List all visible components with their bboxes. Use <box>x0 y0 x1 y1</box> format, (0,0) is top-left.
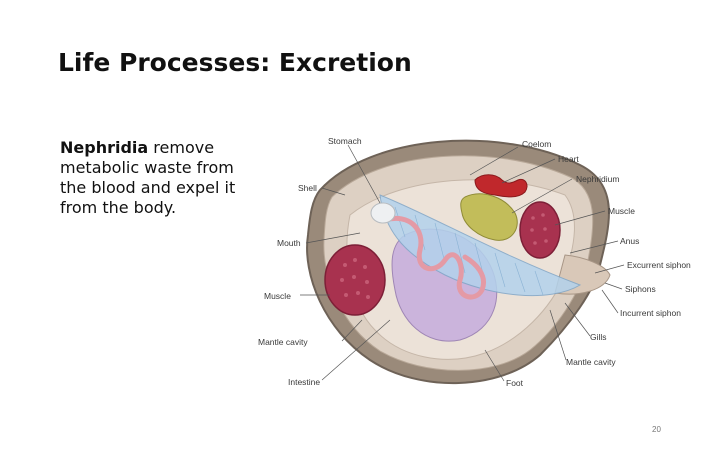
clam-anatomy-diagram: Stomach Shell Mouth Muscle Mantle cavity… <box>250 125 710 395</box>
label-stomach: Stomach <box>328 136 362 146</box>
label-coelom: Coelom <box>522 139 551 149</box>
stomach <box>371 203 395 223</box>
label-anus: Anus <box>620 236 639 246</box>
label-shell: Shell <box>298 183 317 193</box>
label-mantle-cavity-left: Mantle cavity <box>258 337 308 347</box>
adductor-muscle-left <box>325 245 385 315</box>
label-siphons: Siphons <box>625 284 656 294</box>
label-mantle-cavity-right: Mantle cavity <box>566 357 616 367</box>
adductor-muscle-right <box>520 202 560 258</box>
label-nephridium: Nephridium <box>576 174 619 184</box>
label-heart: Heart <box>558 154 579 164</box>
label-mouth: Mouth <box>277 238 301 248</box>
clam-anatomy-svg: Stomach Shell Mouth Muscle Mantle cavity… <box>250 125 710 395</box>
label-muscle-left: Muscle <box>264 291 291 301</box>
body-bold-term: Nephridia <box>60 138 148 157</box>
slide-body-text: Nephridia remove metabolic waste from th… <box>60 138 250 218</box>
label-excurrent-siphon: Excurrent siphon <box>627 260 691 270</box>
label-muscle-right: Muscle <box>608 206 635 216</box>
label-foot: Foot <box>506 378 524 388</box>
page-number: 20 <box>652 425 661 434</box>
label-incurrent-siphon: Incurrent siphon <box>620 308 681 318</box>
slide-title: Life Processes: Excretion <box>58 48 412 77</box>
label-gills: Gills <box>590 332 607 342</box>
label-intestine: Intestine <box>288 377 320 387</box>
